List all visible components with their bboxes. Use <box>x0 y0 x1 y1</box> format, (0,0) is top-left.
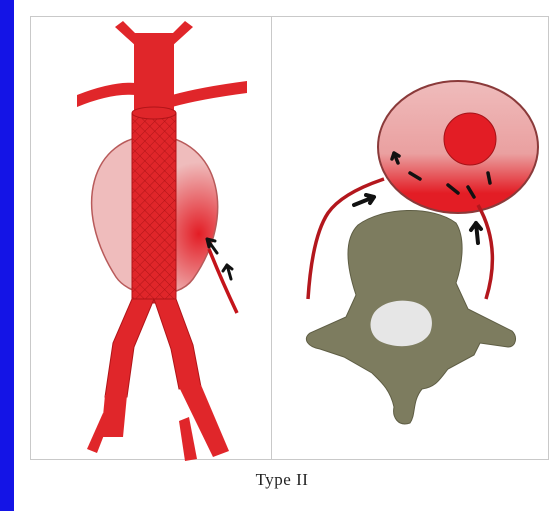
renal-artery-left <box>77 83 136 107</box>
graft-lumen <box>444 113 496 165</box>
figure-card: Type II <box>14 0 550 511</box>
renal-artery-right <box>172 81 247 107</box>
flow-arrow-left-lumbar <box>354 195 374 205</box>
figure-caption: Type II <box>14 470 550 490</box>
iliac-branch-right <box>179 417 197 461</box>
stent-graft-illustration <box>31 17 273 461</box>
graft-limb-left <box>105 299 154 397</box>
spinal-canal <box>371 301 432 347</box>
flow-arrow-up-branch <box>223 265 232 279</box>
axial-section-illustration <box>272 17 550 461</box>
stent-graft-panel <box>30 16 272 460</box>
stent-graft-body <box>132 113 176 303</box>
flow-arrow-right-lumbar <box>471 223 481 243</box>
axial-section-panel <box>271 16 549 460</box>
flow-arrow-sac-5 <box>488 173 490 183</box>
lumbar-artery-right <box>478 205 492 299</box>
feeding-branch-vessel <box>209 249 237 313</box>
graft-limb-right <box>154 299 201 389</box>
